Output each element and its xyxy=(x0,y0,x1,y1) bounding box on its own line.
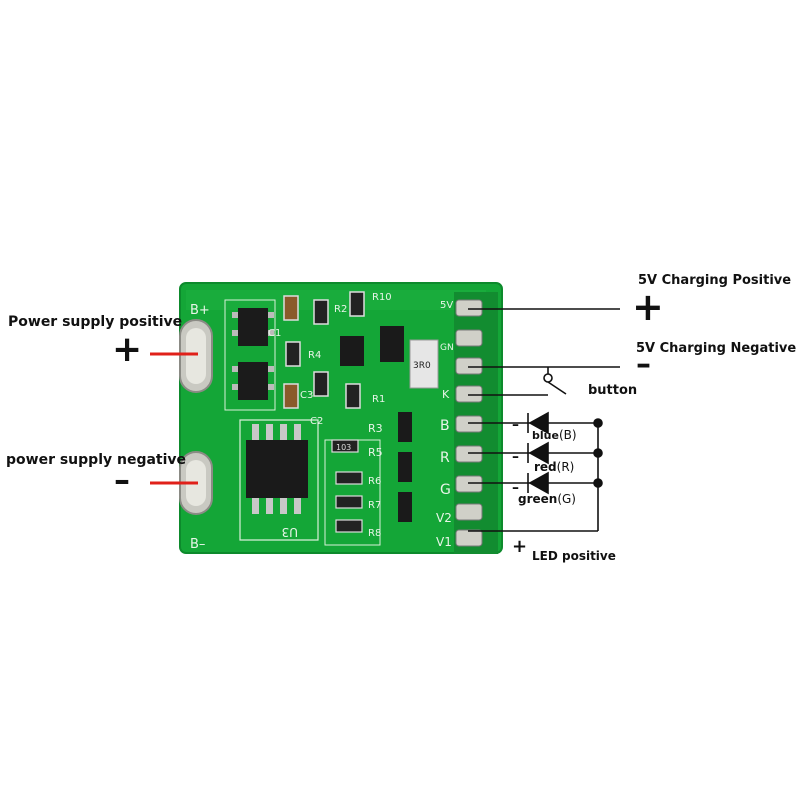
chip-u2 xyxy=(232,362,274,400)
silk-u3: U3 xyxy=(282,525,298,539)
charge-positive-sign: + xyxy=(632,285,664,329)
button-switch xyxy=(468,367,567,396)
silk-r1: R1 xyxy=(372,394,385,405)
power-negative-label: power supply negative xyxy=(6,452,187,468)
charge-negative-sign: – xyxy=(636,347,651,382)
power-positive-label: Power supply positive xyxy=(8,314,183,330)
silk-pin-gnd: GND xyxy=(440,343,461,353)
charge-positive-label: 5V Charging Positive xyxy=(638,273,792,288)
red-prefix: red xyxy=(534,460,557,474)
silk-b-minus: B– xyxy=(190,537,205,552)
charge-negative-label: 5V Charging Negative xyxy=(636,341,797,356)
pad-b-plus xyxy=(179,319,213,393)
green-label: green(G) xyxy=(518,492,576,506)
chip-u1 xyxy=(232,308,274,346)
button-label: button xyxy=(588,383,638,398)
led-circuit xyxy=(468,411,603,532)
silk-r3: R3 xyxy=(368,422,383,435)
silk-pin-b: B xyxy=(440,418,450,434)
silk-c2: C2 xyxy=(310,416,323,427)
silk-pin-r: R xyxy=(440,450,450,466)
silk-text: B+ B– U3 R10 R2 R4 R1 R3 R5 R6 R7 R8 C1 … xyxy=(190,292,461,552)
silk-r10: R10 xyxy=(372,292,392,303)
power-negative-sign: – xyxy=(114,461,130,499)
red-label: red(R) xyxy=(534,460,574,474)
silk-r7: R7 xyxy=(368,500,381,511)
blue-minus-sign: – xyxy=(512,417,519,433)
silk-c1: C1 xyxy=(268,328,281,339)
red-minus-sign: – xyxy=(512,449,519,465)
silk-r6: R6 xyxy=(368,476,381,487)
led-positive-label: LED positive xyxy=(532,549,616,563)
blue-prefix: blue xyxy=(532,429,559,442)
chip-code: 3R0 xyxy=(413,361,431,371)
green-letter: (G) xyxy=(557,492,576,506)
silk-r5: R5 xyxy=(368,446,383,459)
green-prefix: green xyxy=(518,492,558,506)
silk-r8: R8 xyxy=(368,528,381,539)
silk-pin-v1: V1 xyxy=(436,535,452,549)
silk-pin-k: K xyxy=(442,388,450,401)
silk-b-plus: B+ xyxy=(190,303,210,318)
silk-pin-g: G xyxy=(440,482,451,498)
blue-letter: (B) xyxy=(558,428,577,442)
led-positive-sign: + xyxy=(512,536,528,557)
res-code: 103 xyxy=(336,443,351,452)
green-minus-sign: – xyxy=(512,480,519,496)
silk-pin-5v: 5V xyxy=(440,300,453,311)
pin-row xyxy=(455,299,483,547)
red-letter: (R) xyxy=(556,460,575,474)
silk-pin-v2: V2 xyxy=(436,511,452,525)
blue-label: blue(B) xyxy=(532,428,577,442)
chip-u3 xyxy=(246,424,308,514)
power-positive-sign: + xyxy=(112,329,143,370)
pcb-board xyxy=(179,282,503,554)
silk-r2: R2 xyxy=(334,304,347,315)
smd-components xyxy=(283,291,439,533)
silk-c3: C3 xyxy=(300,390,313,401)
silk-r4: R4 xyxy=(308,350,321,361)
